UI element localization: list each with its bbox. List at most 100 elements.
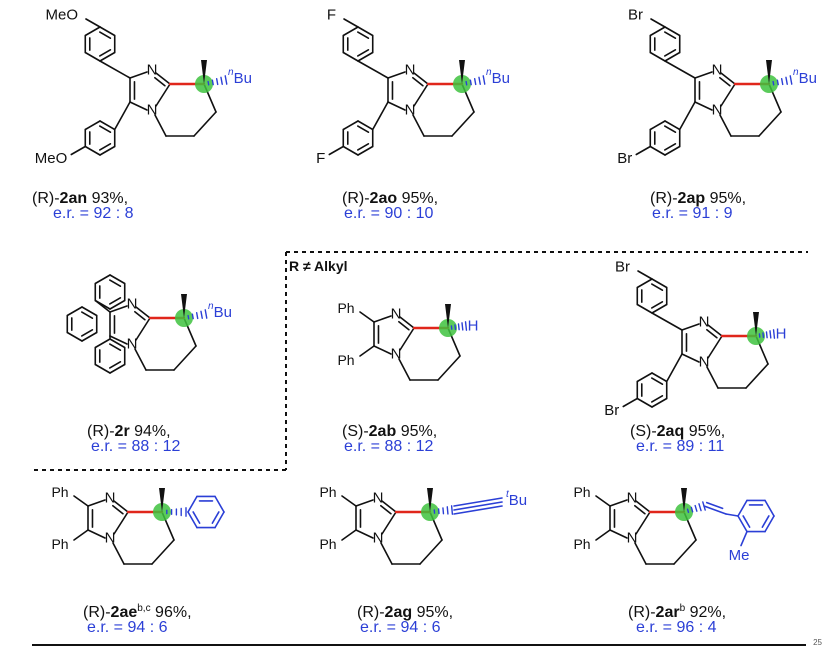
bond (674, 540, 696, 564)
bond (74, 496, 88, 506)
bond (343, 53, 358, 62)
bond (360, 346, 374, 356)
er-2ag: e.r. = 94 : 6 (360, 619, 441, 637)
bond (741, 532, 747, 546)
methoxy-label: MeO (45, 7, 78, 24)
hash-wedge (188, 316, 189, 319)
bond (704, 506, 726, 514)
bond (652, 313, 682, 330)
bromo-label: Br (617, 150, 632, 167)
hash-wedge (221, 77, 222, 84)
bond (156, 84, 170, 106)
bond (650, 121, 665, 130)
er-2ap: e.r. = 91 : 9 (652, 205, 733, 223)
bond (388, 102, 405, 110)
fluoro-label: F (327, 7, 336, 24)
hash-wedge (790, 76, 792, 84)
hash-wedge (201, 311, 202, 318)
bond (452, 112, 474, 136)
hash-wedge (766, 332, 767, 338)
bond (382, 501, 396, 512)
bond (188, 496, 197, 512)
bond (721, 84, 735, 106)
bond (765, 516, 774, 532)
bond (130, 102, 147, 110)
bond (343, 27, 358, 36)
bond (650, 53, 665, 62)
bond (596, 530, 610, 540)
n-atom: N (105, 490, 116, 507)
er-2r: e.r. = 88 : 12 (91, 438, 180, 456)
t-butyl-label: tBu (506, 489, 527, 509)
n-atom: N (405, 62, 416, 79)
bond (114, 512, 128, 534)
phenyl-label: Ph (51, 536, 68, 552)
n-atom: N (699, 354, 710, 371)
bond (636, 501, 650, 512)
n-atom: N (147, 102, 158, 119)
hash-wedge (205, 310, 207, 318)
hash-wedge (443, 508, 444, 514)
bond (329, 147, 343, 155)
bond (438, 356, 460, 380)
bond (682, 354, 699, 362)
phenyl-label: Ph (573, 484, 590, 500)
hash-wedge (455, 325, 456, 330)
hash-wedge (470, 80, 471, 84)
phenyl-label: Ph (337, 300, 354, 316)
n-butyl-label: nBu (208, 301, 232, 321)
bond (420, 540, 442, 564)
bond (85, 27, 100, 36)
n-atom: N (127, 336, 138, 353)
bromo-label: Br (615, 259, 630, 276)
bond (95, 365, 110, 374)
n-atom: N (699, 314, 710, 331)
bond (85, 53, 100, 62)
bond (188, 512, 197, 528)
n-atom: N (627, 490, 638, 507)
n-atom: N (405, 102, 416, 119)
hash-wedge (452, 506, 453, 514)
bond (95, 275, 110, 284)
bond (67, 307, 82, 316)
fluoro-label: F (316, 150, 325, 167)
hash-wedge (699, 504, 701, 511)
bond (695, 72, 712, 78)
bond (86, 19, 100, 27)
bond (356, 530, 373, 538)
er-2ao: e.r. = 90 : 10 (344, 205, 433, 223)
bond (726, 514, 738, 516)
bond (67, 333, 82, 342)
n-atom: N (127, 296, 138, 313)
bond (71, 147, 85, 155)
bond (610, 530, 627, 538)
bond (356, 500, 373, 506)
hydrogen-label: H (468, 318, 479, 335)
n-butyl-label: nBu (486, 67, 510, 87)
bond (759, 112, 781, 136)
bond (130, 72, 147, 78)
bond (215, 512, 224, 528)
bond (651, 19, 665, 27)
er-2ab: e.r. = 88 : 12 (344, 438, 433, 456)
bond (215, 496, 224, 512)
hash-wedge (786, 77, 787, 84)
hash-wedge (475, 79, 476, 85)
hash-wedge (466, 82, 467, 85)
hash-wedge (197, 313, 198, 319)
bond (636, 147, 650, 155)
page-corner-mark: 25 (813, 638, 822, 647)
n-butyl-label: nBu (228, 67, 252, 87)
bond (665, 61, 695, 78)
phenyl-label: Ph (319, 484, 336, 500)
bond (636, 512, 650, 534)
hash-wedge (774, 330, 775, 338)
n-atom: N (391, 306, 402, 323)
bond (136, 307, 150, 318)
bond (708, 336, 722, 358)
bond (136, 318, 150, 340)
bond (374, 346, 391, 354)
bond (382, 512, 396, 534)
bond (695, 102, 712, 110)
